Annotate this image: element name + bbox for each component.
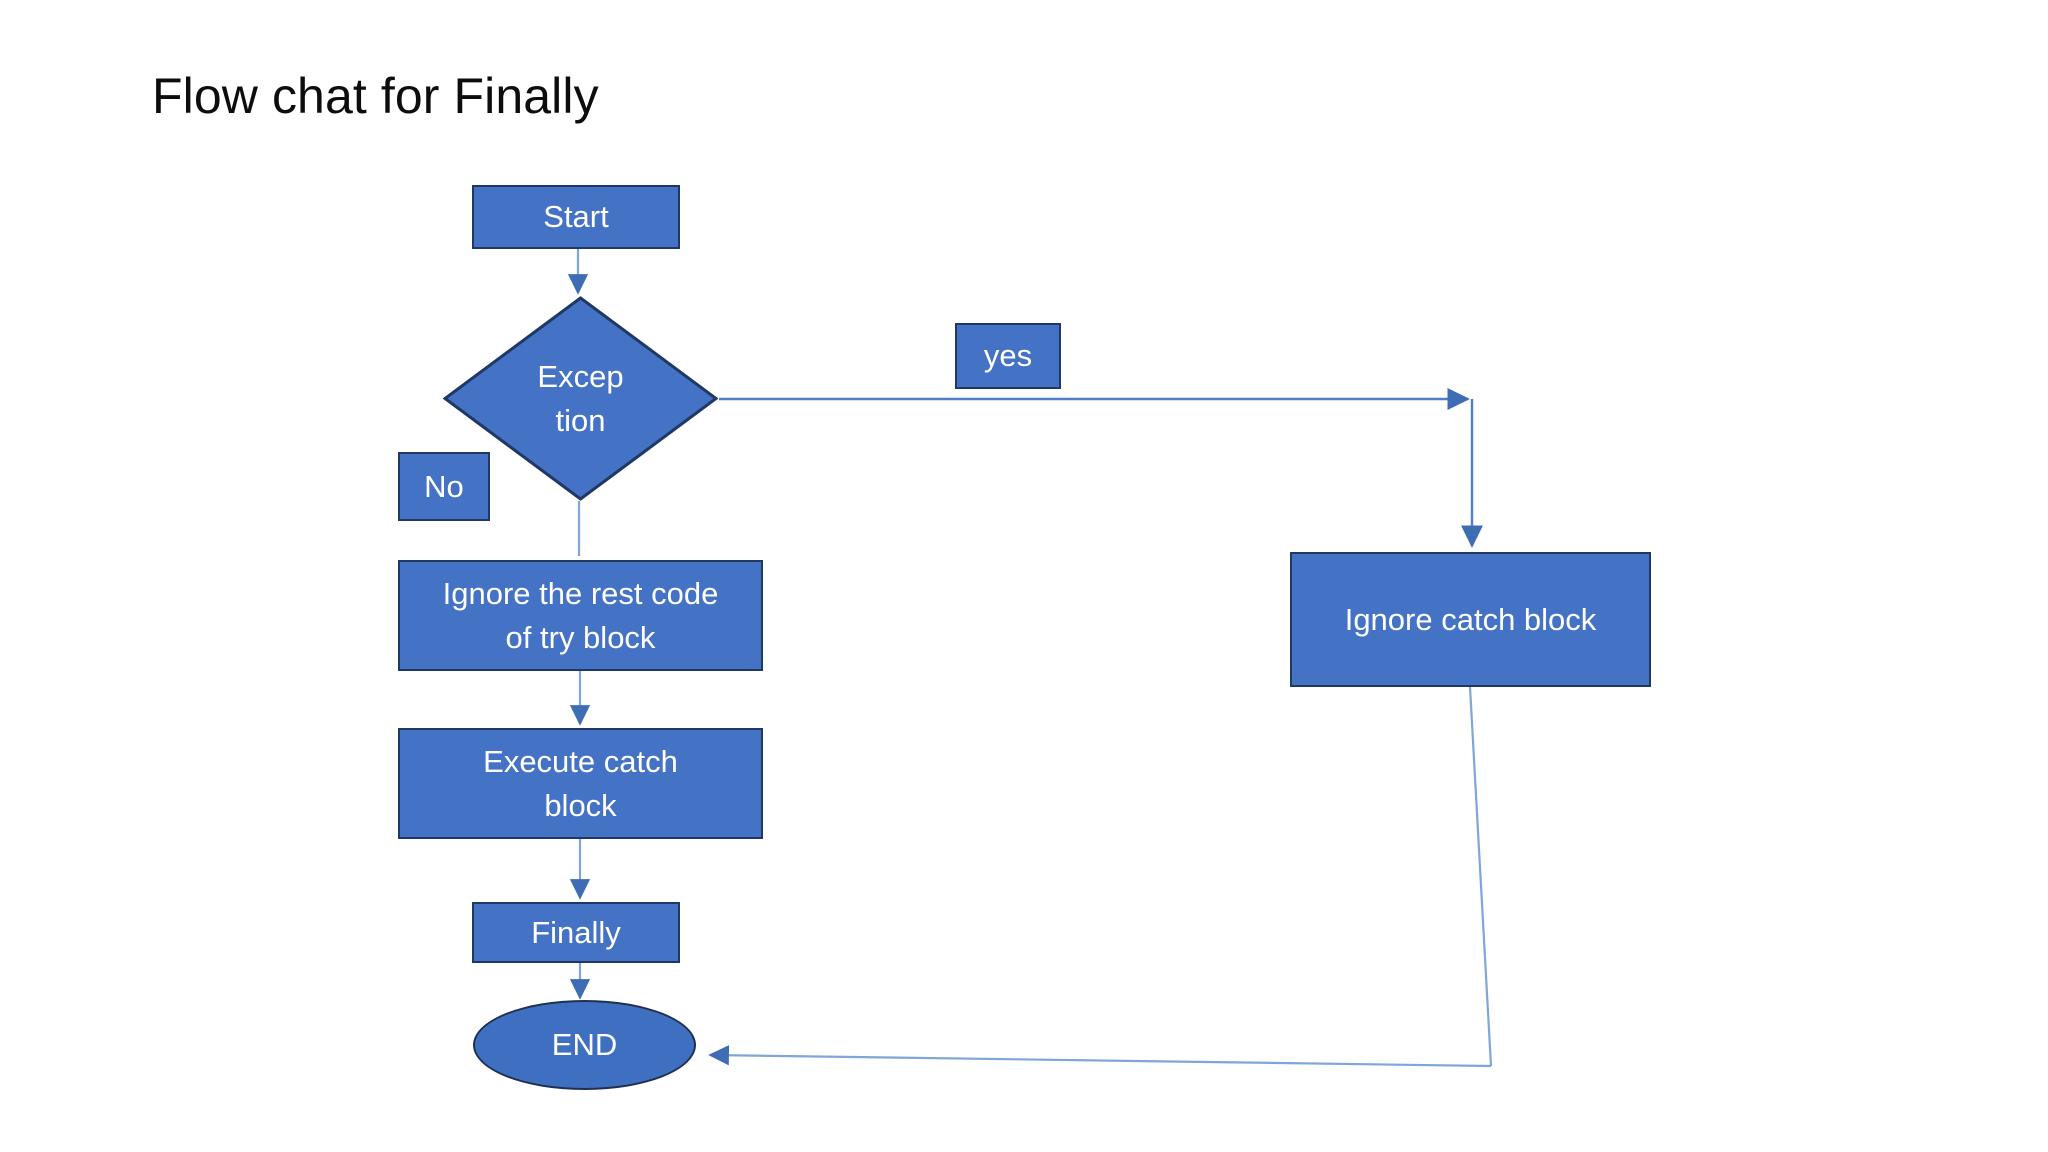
edge-label-yes[interactable]: yes bbox=[955, 323, 1061, 389]
node-execute-catch-block[interactable]: Execute catch block bbox=[398, 728, 763, 839]
node-start[interactable]: Start bbox=[472, 185, 680, 249]
node-ignore-rest-of-try-block[interactable]: Ignore the rest code of try block bbox=[398, 560, 763, 671]
node-start-label: Start bbox=[543, 199, 609, 234]
node-exec-catch-line1: Execute catch bbox=[483, 743, 678, 779]
page-title: Flow chat for Finally bbox=[152, 68, 599, 124]
edge-exception-to-ignore-catch bbox=[719, 387, 1484, 548]
node-end-terminator[interactable]: END bbox=[473, 1000, 696, 1090]
node-execute-catch-block-label: Execute catch block bbox=[400, 740, 761, 828]
node-exception-label-line2: tion bbox=[555, 402, 606, 438]
edge-label-no[interactable]: No bbox=[398, 452, 490, 521]
node-ignore-catch-block[interactable]: Ignore catch block bbox=[1290, 552, 1651, 687]
edge-label-yes-text: yes bbox=[983, 338, 1033, 373]
node-finally[interactable]: Finally bbox=[472, 902, 680, 963]
node-end-label: END bbox=[551, 1027, 618, 1062]
node-exception-label: Excep tion bbox=[443, 296, 718, 501]
edge-ignore-catch-to-end bbox=[708, 686, 1493, 1068]
node-ignore-catch-block-label: Ignore catch block bbox=[1344, 601, 1597, 637]
diamond-shape bbox=[443, 296, 718, 501]
node-exception-decision[interactable]: Excep tion bbox=[443, 296, 718, 501]
node-finally-label: Finally bbox=[531, 914, 621, 950]
edge-label-no-text: No bbox=[424, 468, 464, 504]
node-ignore-try-line2: of try block bbox=[505, 619, 656, 655]
node-ignore-try-line1: Ignore the rest code bbox=[442, 575, 719, 611]
node-exception-label-line1: Excep bbox=[537, 358, 624, 394]
node-exec-catch-line2: block bbox=[544, 787, 617, 823]
node-ignore-rest-of-try-block-label: Ignore the rest code of try block bbox=[400, 572, 761, 660]
